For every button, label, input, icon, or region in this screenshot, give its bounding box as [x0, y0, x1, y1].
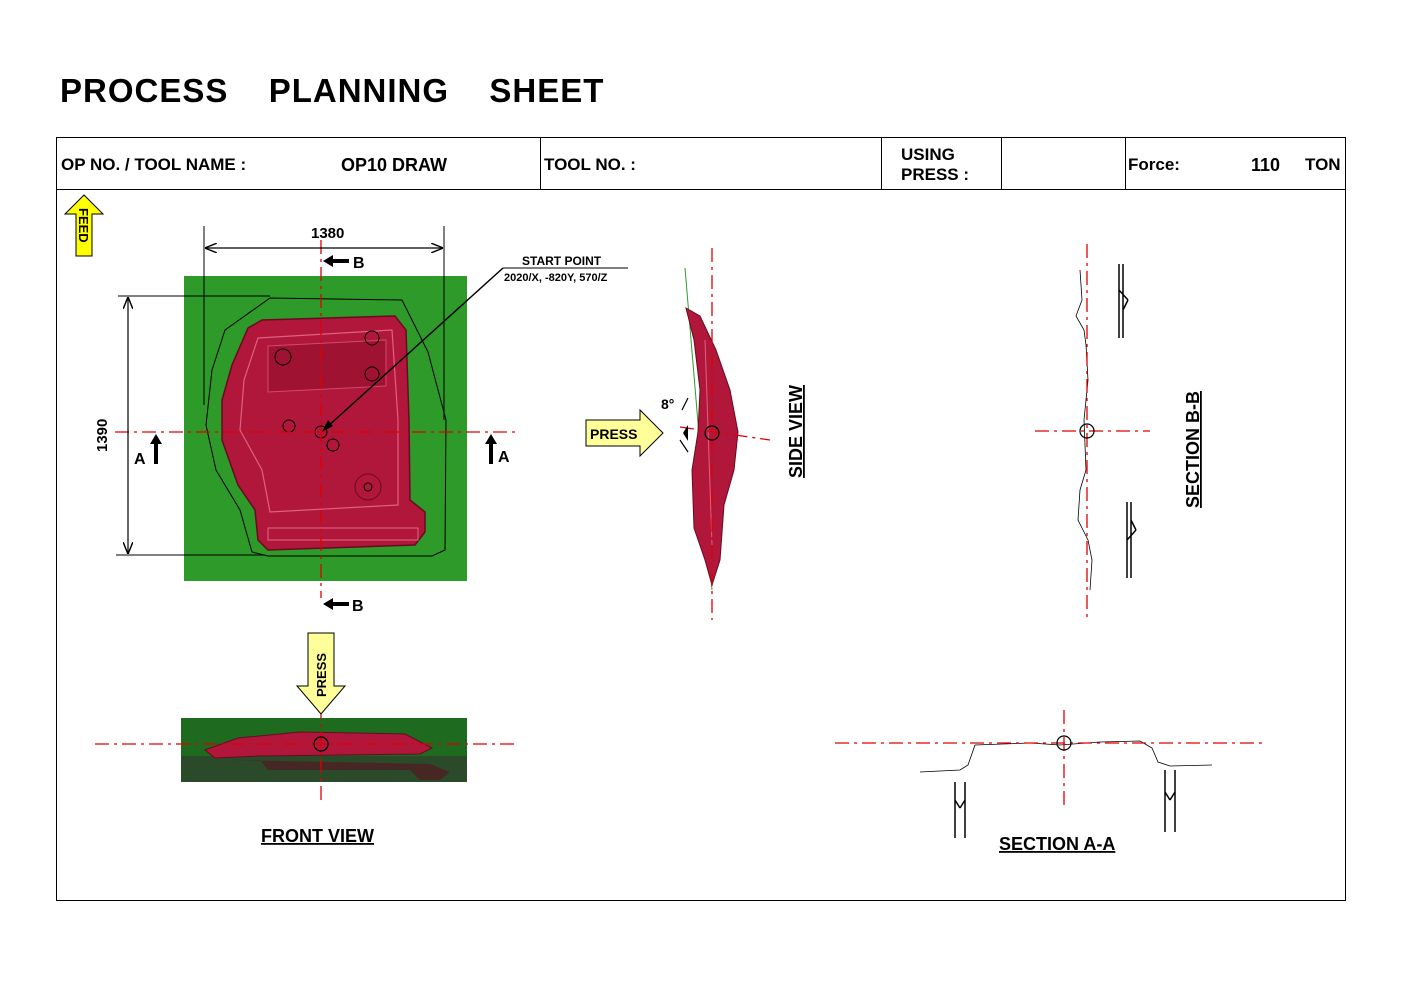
section-b-marker-bottom: B: [352, 598, 364, 615]
drawing-frame: [56, 189, 1346, 901]
press-label-right: PRESS: [590, 426, 637, 442]
feed-label: FEED: [76, 208, 91, 243]
op-cell: OP NO. / TOOL NAME : OP10 DRAW: [57, 138, 541, 189]
section-a-marker-left: A: [134, 451, 146, 468]
using-press-value-cell: [1002, 138, 1126, 189]
section-b-marker-top: B: [353, 255, 365, 272]
section-b-arrow-top-icon: B: [323, 255, 365, 272]
tool-no-label: TOOL NO. :: [544, 155, 636, 174]
force-value: 110: [1251, 155, 1281, 175]
section-aa: SECTION A-A: [835, 710, 1262, 854]
section-b-arrow-bottom-icon: B: [323, 598, 364, 615]
height-dimension: 1390: [94, 419, 111, 452]
press-label-down: PRESS: [314, 653, 329, 697]
using-press-label-line2: PRESS :: [901, 165, 970, 184]
side-view-label: SIDE VIEW: [786, 385, 806, 478]
op-label: OP NO. / TOOL NAME :: [61, 155, 247, 174]
section-a-arrow-left-icon: A: [134, 434, 162, 468]
using-press-label-line1: USING: [901, 145, 955, 164]
force-label: Force:: [1128, 155, 1180, 174]
feed-arrow-icon: FEED: [63, 194, 105, 257]
press-arrow-right-icon: PRESS: [585, 408, 664, 458]
section-a-marker-right: A: [498, 449, 510, 466]
using-press-cell: USING PRESS :: [882, 138, 1002, 189]
plan-view: 1380 1390 B B A A START POINT 2020/X, -8…: [94, 225, 628, 615]
front-view: PRESS FRONT VIEW: [95, 632, 515, 846]
start-point-label: START POINT: [522, 254, 602, 268]
width-dimension: 1380: [311, 225, 344, 242]
op-value: OP10 DRAW: [341, 155, 448, 175]
page-title: PROCESS PLANNING SHEET: [60, 72, 605, 109]
section-aa-label: SECTION A-A: [999, 834, 1115, 854]
section-bb-label: SECTION B-B: [1183, 391, 1203, 508]
force-cell: Force: 110 TON: [1126, 138, 1345, 189]
front-view-panel: [203, 731, 434, 759]
front-view-label: FRONT VIEW: [261, 826, 374, 846]
section-a-arrow-right-icon: A: [485, 434, 510, 466]
header-table: OP NO. / TOOL NAME : OP10 DRAW TOOL NO. …: [56, 137, 1346, 190]
force-unit: TON: [1305, 155, 1341, 174]
start-point-coords: 2020/X, -820Y, 570/Z: [504, 272, 608, 284]
press-arrow-down-icon: PRESS: [295, 632, 347, 715]
section-bb: SECTION B-B: [1035, 244, 1203, 622]
angle-label: 8°: [661, 396, 674, 412]
tool-no-cell: TOOL NO. :: [541, 138, 882, 189]
side-view: PRESS 8° SIDE VIEW: [585, 248, 806, 620]
